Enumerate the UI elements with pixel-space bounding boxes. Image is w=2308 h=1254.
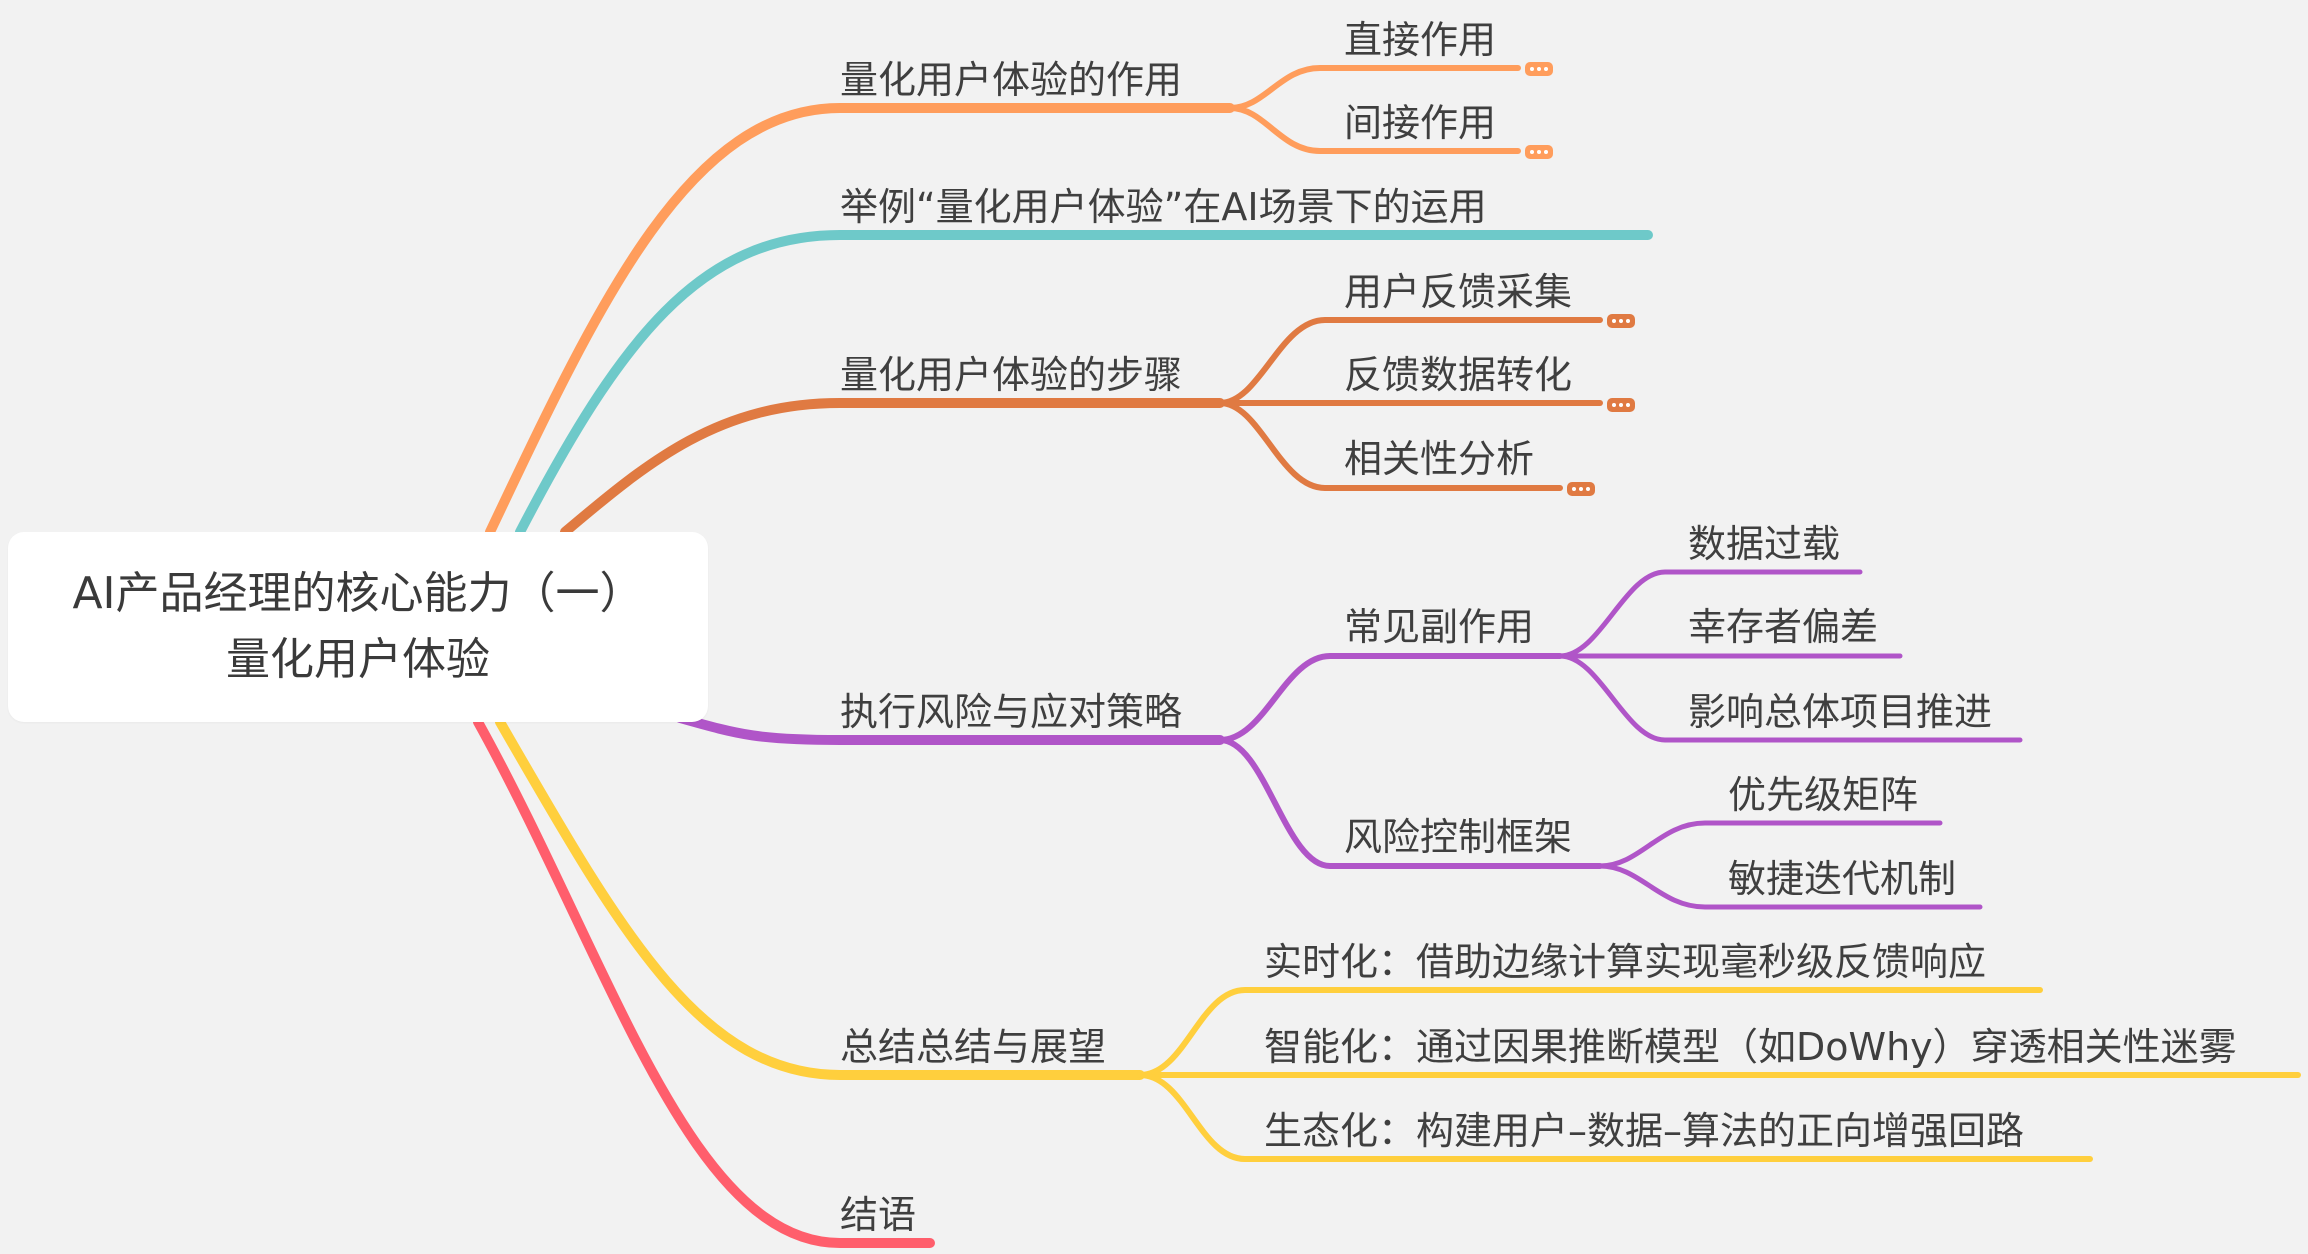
connector-branch-3 xyxy=(560,398,1225,537)
leaf-project-progress-impact[interactable]: 影响总体项目推进 xyxy=(1688,690,1993,734)
collapse-indicator-correlation-analysis[interactable] xyxy=(1567,482,1595,496)
connector-branch-1 xyxy=(485,103,1235,537)
subtopic-indirect-role[interactable]: 间接作用 xyxy=(1344,101,1497,145)
central-topic[interactable]: AI产品经理的核心能力（一） 量化用户体验 xyxy=(8,532,708,722)
connector-indirect-role xyxy=(1227,105,1521,154)
central-topic-line2: 量化用户体验 xyxy=(226,634,490,685)
leaf-real-time[interactable]: 实时化：借助边缘计算实现毫秒级反馈响应 xyxy=(1264,940,1987,984)
connector-correlation-analysis xyxy=(1217,400,1563,491)
central-topic-line1: AI产品经理的核心能力（一） xyxy=(72,568,644,619)
connector-branch-6 xyxy=(473,717,935,1248)
connector-data-overload xyxy=(1557,569,1863,659)
connector-direct-role xyxy=(1227,65,1521,111)
subtopic-correlation-analysis[interactable]: 相关性分析 xyxy=(1344,437,1535,481)
connector-real-time xyxy=(1137,987,2043,1078)
subtopic-feedback-collection[interactable]: 用户反馈采集 xyxy=(1344,270,1573,314)
collapse-indicator-feedback-collection[interactable] xyxy=(1607,314,1635,328)
connector-risk-framework xyxy=(1217,737,1603,869)
collapse-indicator-direct-role[interactable] xyxy=(1525,62,1553,76)
topic-quantification-steps[interactable]: 量化用户体验的步骤 xyxy=(840,353,1183,397)
connector-branch-2 xyxy=(515,230,1653,537)
topic-role-of-quantification[interactable]: 量化用户体验的作用 xyxy=(840,58,1183,102)
leaf-survivorship-bias[interactable]: 幸存者偏差 xyxy=(1688,605,1879,649)
subtopic-direct-role[interactable]: 直接作用 xyxy=(1344,18,1497,62)
connector-side-effects xyxy=(1217,653,1563,743)
connector-feedback-collection xyxy=(1217,317,1603,406)
topic-ai-scenario-example[interactable]: 举例“量化用户体验”在AI场景下的运用 xyxy=(840,185,1487,229)
connector-ecological xyxy=(1137,1072,2093,1162)
leaf-ecological[interactable]: 生态化：构建用户–数据–算法的正向增强回路 xyxy=(1264,1109,2025,1153)
connector-agile-iteration xyxy=(1597,863,1983,910)
leaf-intelligent[interactable]: 智能化：通过因果推断模型（如DoWhy）穿透相关性迷雾 xyxy=(1264,1025,2237,1069)
topic-summary-and-outlook[interactable]: 总结总结与展望 xyxy=(840,1025,1107,1069)
leaf-agile-iteration[interactable]: 敏捷迭代机制 xyxy=(1728,857,1957,901)
leaf-priority-matrix[interactable]: 优先级矩阵 xyxy=(1728,773,1919,817)
subtopic-feedback-conversion[interactable]: 反馈数据转化 xyxy=(1344,353,1573,397)
connector-priority-matrix xyxy=(1597,820,1943,869)
topic-conclusion[interactable]: 结语 xyxy=(840,1193,917,1237)
subtopic-common-side-effects[interactable]: 常见副作用 xyxy=(1344,605,1535,649)
connector-branch-5 xyxy=(495,717,1145,1080)
topic-risks-and-strategies[interactable]: 执行风险与应对策略 xyxy=(840,690,1183,734)
collapse-indicator-indirect-role[interactable] xyxy=(1525,145,1553,159)
subtopic-risk-control-framework[interactable]: 风险控制框架 xyxy=(1344,815,1573,859)
leaf-data-overload[interactable]: 数据过载 xyxy=(1688,522,1841,566)
connector-project-impact xyxy=(1557,653,2023,743)
collapse-indicator-feedback-conversion[interactable] xyxy=(1607,398,1635,412)
connector-branch-4 xyxy=(675,713,1225,745)
